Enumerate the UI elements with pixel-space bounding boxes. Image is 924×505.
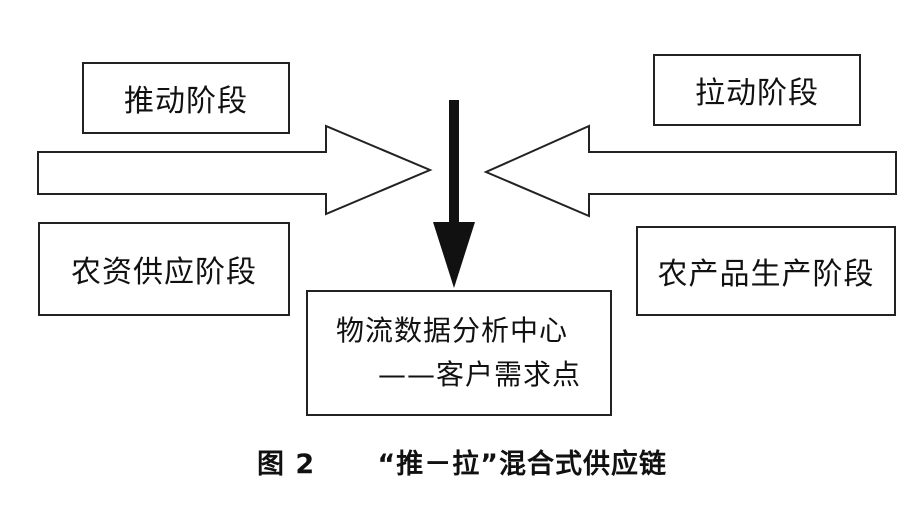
figure-number: 图 2 — [256, 449, 316, 480]
downward-arrow-shaft — [449, 100, 459, 226]
pull-arrow — [483, 124, 897, 218]
downward-arrow-head — [433, 222, 475, 288]
agri-production-stage-box: 农产品生产阶段 — [636, 226, 896, 316]
center-subtitle: ——客户需求点 — [378, 358, 582, 391]
figure-caption: 图 2 “推－拉”混合式供应链 — [0, 442, 924, 481]
figure-caption-text: “推－拉”混合式供应链 — [377, 449, 668, 480]
agri-supply-stage-box: 农资供应阶段 — [38, 222, 290, 316]
logistics-data-center-box: 物流数据分析中心 ——客户需求点 — [306, 290, 612, 416]
push-stage-box: 推动阶段 — [82, 62, 290, 134]
agri-supply-stage-label: 农资供应阶段 — [71, 255, 257, 290]
pull-stage-label: 拉动阶段 — [695, 76, 819, 111]
pull-stage-box: 拉动阶段 — [653, 54, 861, 126]
push-arrow — [37, 124, 433, 216]
push-stage-label: 推动阶段 — [124, 84, 248, 119]
agri-production-stage-label: 农产品生产阶段 — [657, 257, 875, 292]
center-title: 物流数据分析中心 — [336, 314, 569, 347]
